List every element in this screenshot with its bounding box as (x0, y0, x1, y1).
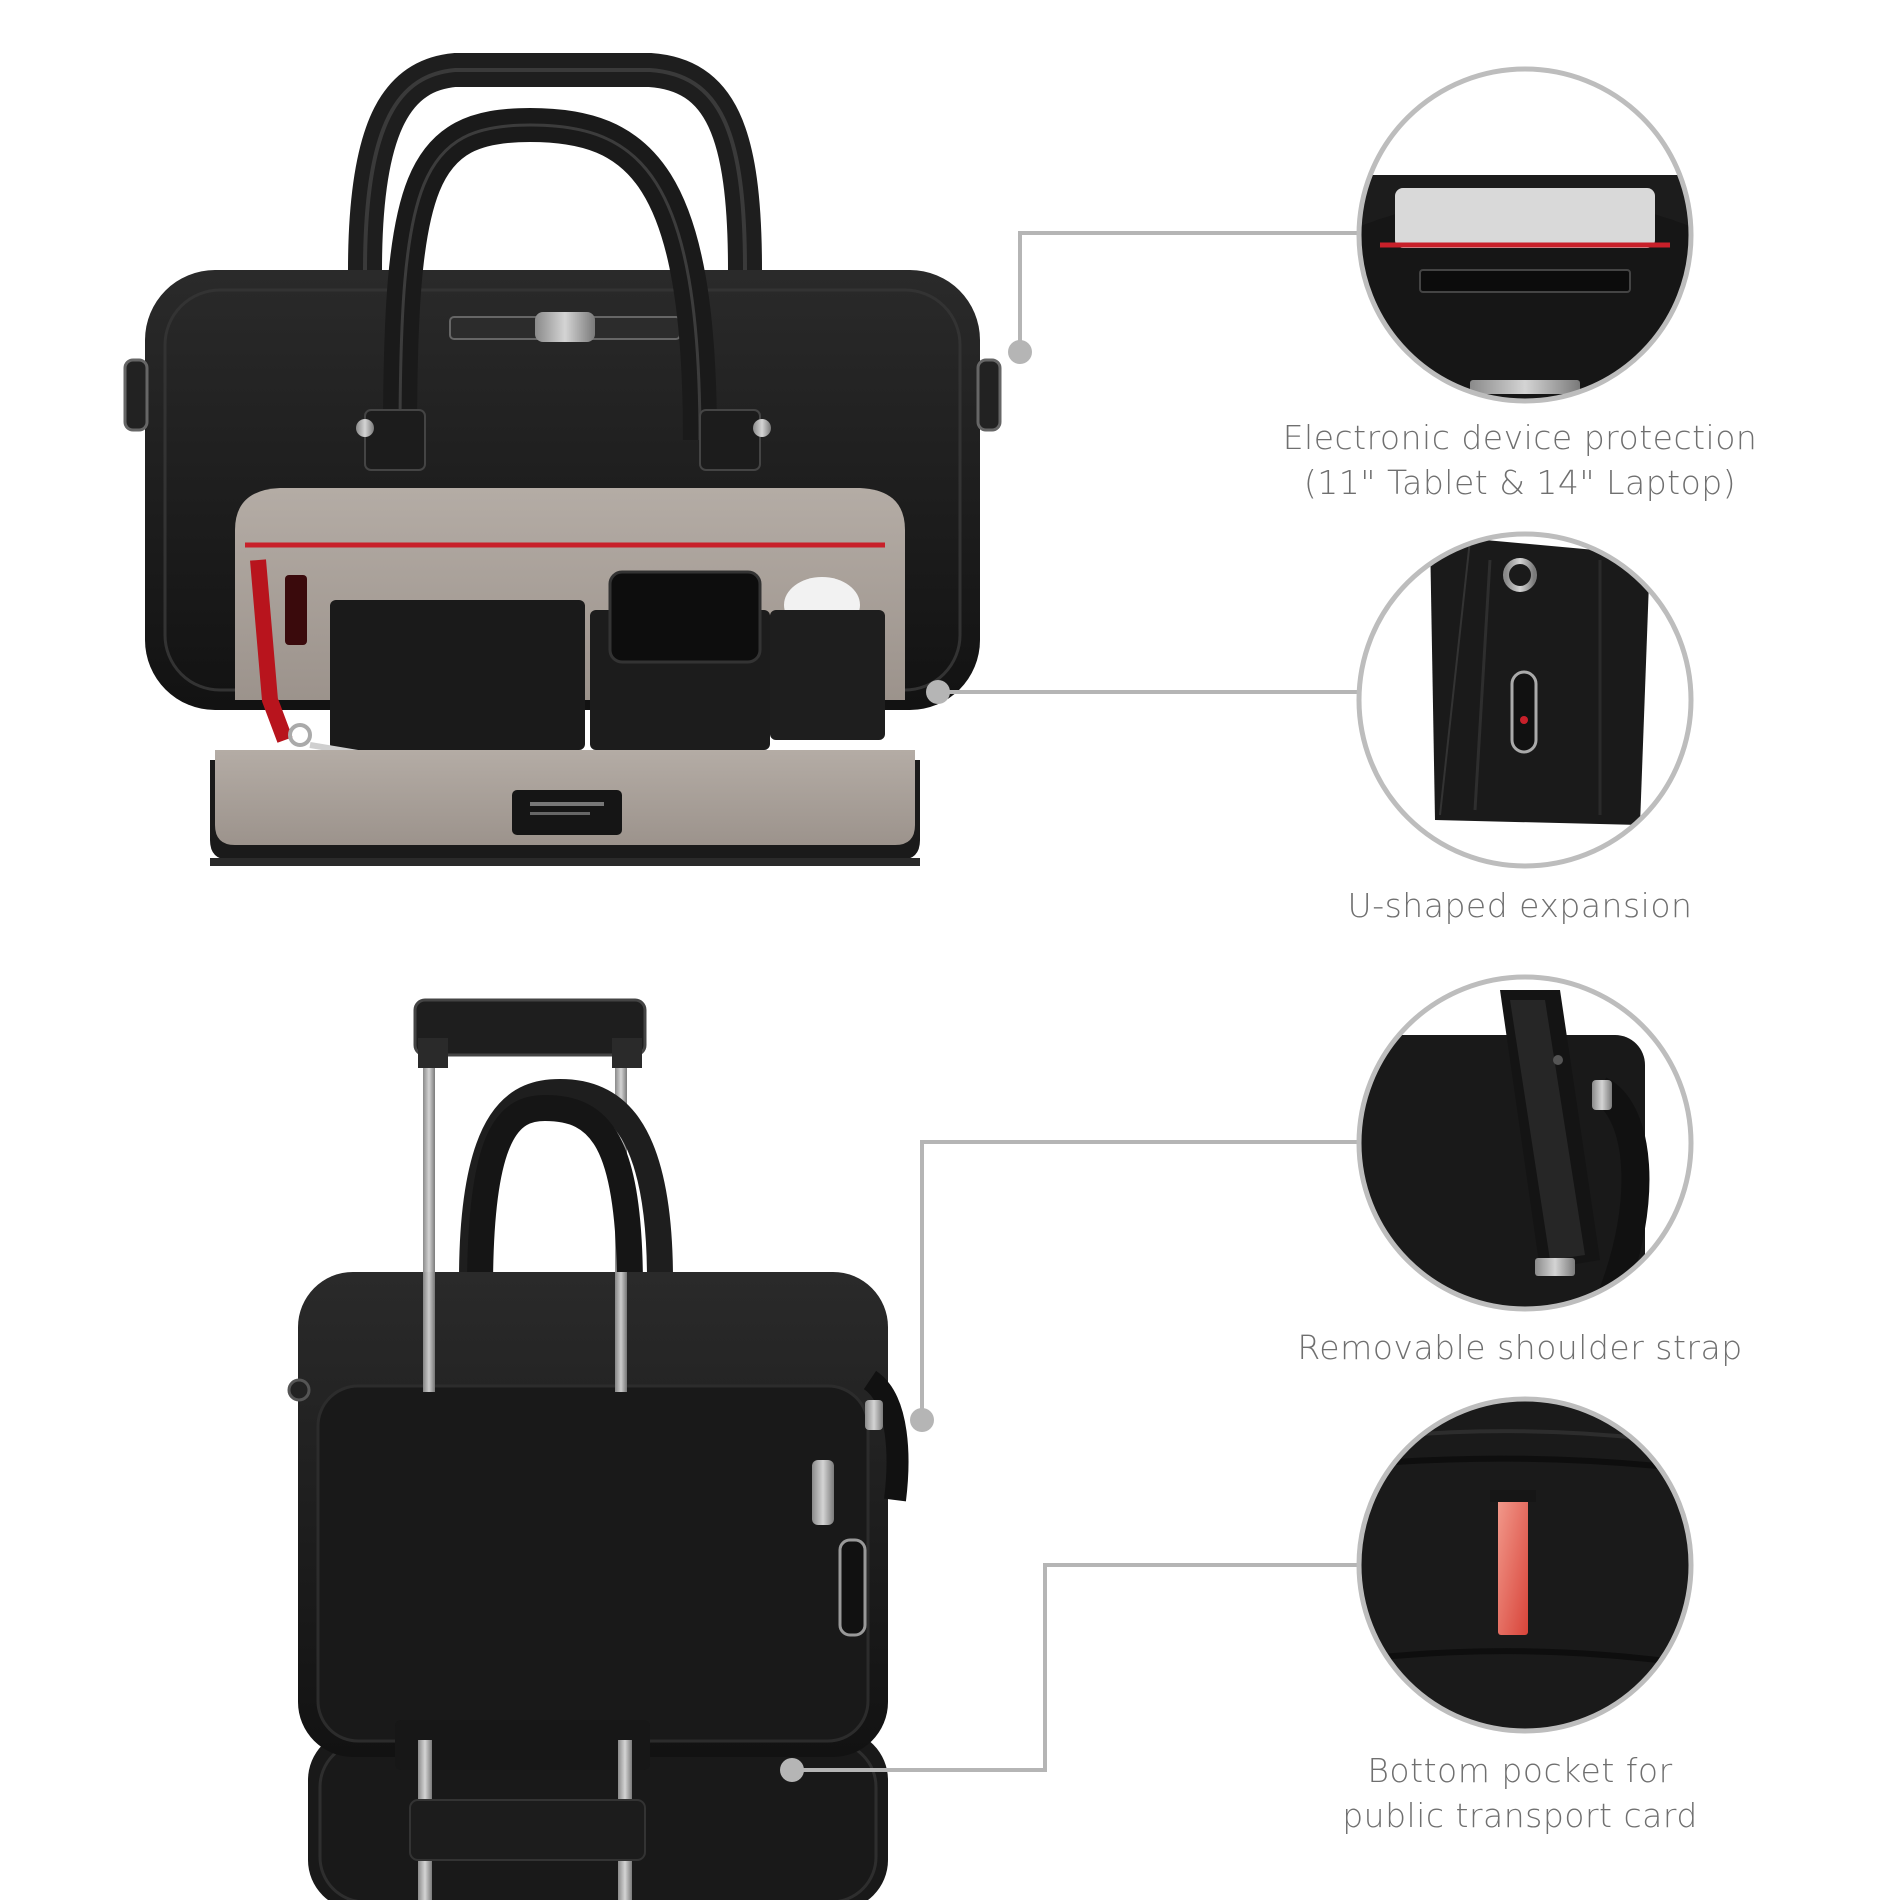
card-pocket-image (1356, 1396, 1694, 1734)
callout-dot-device (1008, 340, 1032, 364)
caption-bottom-pocket: Bottom pocket for public transport card (1240, 1748, 1800, 1838)
briefcase-on-trolley-image (287, 998, 909, 1900)
caption-shoulder-strap: Removable shoulder strap (1240, 1325, 1800, 1370)
laptop-compartment-image (1356, 66, 1694, 404)
callout-line-strap (920, 1140, 1360, 1420)
caption-line: Removable shoulder strap (1297, 1328, 1743, 1367)
shoulder-strap-image (1356, 974, 1694, 1312)
callout-line-pocket (792, 1563, 1360, 1772)
caption-device-protection: Electronic device protection (11" Tablet… (1240, 415, 1800, 505)
caption-line: Electronic device protection (1282, 418, 1758, 457)
callout-line-device (1018, 231, 1360, 352)
detail-circle-expansion (1356, 531, 1694, 869)
detail-circle-pocket (1356, 1396, 1694, 1734)
detail-circle-strap (1356, 974, 1694, 1312)
caption-line: U-shaped expansion (1347, 886, 1693, 925)
callout-dots (780, 340, 1032, 1782)
callout-lines (792, 231, 1360, 1772)
caption-line: Bottom pocket for (1367, 1751, 1673, 1790)
callout-dot-pocket (780, 1758, 804, 1782)
caption-line: (11" Tablet & 14" Laptop) (1303, 463, 1737, 502)
detail-circle-device (1356, 66, 1694, 404)
open-briefcase-image (123, 53, 1002, 866)
callout-dot-expansion (926, 680, 950, 704)
caption-u-expansion: U-shaped expansion (1240, 883, 1800, 928)
caption-line: public transport card (1342, 1796, 1698, 1835)
side-expansion-image (1356, 531, 1694, 869)
callout-dot-strap (910, 1408, 934, 1432)
